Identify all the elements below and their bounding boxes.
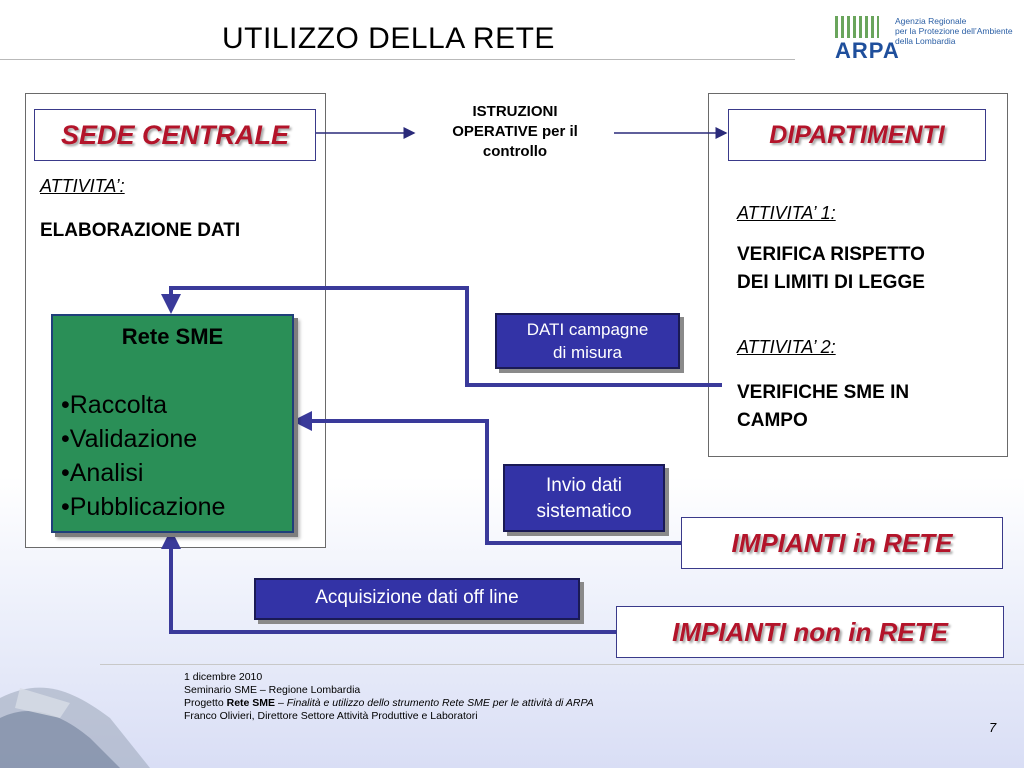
slide-title: UTILIZZO DELLA RETE — [222, 22, 555, 55]
rete-sme-box: Rete SME •Raccolta •Validazione •Analisi… — [51, 314, 294, 533]
sede-attivita-value: ELABORAZIONE DATI — [40, 220, 241, 241]
dipartimenti-title: DIPARTIMENTI — [728, 109, 986, 161]
footer-project-italic: Finalità e utilizzo dello strumento Rete… — [286, 697, 594, 709]
sede-centrale-title: SEDE CENTRALE — [34, 109, 316, 161]
dipartimenti-attivita2-label: ATTIVITA’ 2: — [737, 337, 836, 357]
sede-attivita-label: ATTIVITA’: — [40, 176, 125, 196]
list-item: •Raccolta — [61, 391, 168, 419]
logo-bars-icon — [835, 16, 879, 38]
flow-dipartimenti-to-rete — [161, 286, 722, 387]
page-number: 7 — [989, 720, 997, 735]
dati-campagne-box: DATI campagne di misura — [495, 313, 680, 369]
invio-dati-line: sistematico — [536, 501, 632, 522]
dati-campagne-line: di misura — [553, 343, 622, 362]
dipartimenti-attivita2-value: VERIFICHE SME IN CAMPO — [737, 379, 987, 435]
footer-project-prefix: Progetto — [184, 697, 227, 709]
istruzioni-operative-label: ISTRUZIONI OPERATIVE per il controllo — [425, 102, 605, 162]
logo-agency-line: Agenzia Regionale — [895, 16, 967, 26]
dipartimenti-attivita1-value: VERIFICA RISPETTO DEI LIMITI DI LEGGE — [737, 241, 987, 297]
rete-sme-list: •Raccolta •Validazione •Analisi •Pubblic… — [61, 388, 225, 524]
rete-sme-title: Rete SME — [121, 324, 224, 349]
footer-project-bold: Rete SME — [226, 697, 276, 709]
footer-date: 1 dicembre 2010 — [184, 671, 263, 683]
attivita1-line: VERIFICA RISPETTO — [737, 244, 925, 265]
title-divider — [0, 59, 795, 60]
footer-seminar: Seminario SME – Regione Lombardia — [184, 684, 361, 696]
dipartimenti-attivita1-label: ATTIVITA’ 1: — [737, 203, 836, 223]
list-item: •Analisi — [61, 459, 144, 487]
corner-photo-image — [0, 687, 150, 768]
arpa-logo: ARPA Agenzia Regionale per la Protezione… — [833, 14, 1023, 64]
logo-agency-line: per la Protezione dell’Ambiente — [895, 26, 1013, 36]
attivita2-line: CAMPO — [737, 410, 808, 431]
footer-text: 1 dicembre 2010 Seminario SME – Regione … — [184, 671, 594, 723]
list-item: •Pubblicazione — [61, 493, 226, 521]
footer-project: Progetto Rete SME – Finalità e utilizzo … — [184, 697, 594, 710]
dati-campagne-line: DATI campagne — [526, 320, 649, 339]
impianti-in-rete-box: IMPIANTI in RETE — [681, 517, 1003, 569]
acquisizione-box: Acquisizione dati off line — [254, 578, 580, 620]
footer-author: Franco Olivieri, Direttore Settore Attiv… — [184, 710, 478, 722]
istruzioni-line: OPERATIVE per il — [452, 123, 578, 140]
attivita2-line: VERIFICHE SME IN — [737, 382, 910, 403]
logo-agency-text: Agenzia Regionale per la Protezione dell… — [895, 16, 1013, 46]
impianti-non-in-rete-box: IMPIANTI non in RETE — [616, 606, 1004, 658]
logo-name: ARPA — [835, 38, 900, 63]
footer-project-sep: – — [275, 697, 287, 709]
istruzioni-line: ISTRUZIONI — [472, 103, 558, 120]
logo-agency-line: della Lombardia — [895, 36, 956, 46]
flow-impianti-non-rete-to-rete — [161, 529, 616, 634]
footer-divider — [100, 664, 1024, 665]
invio-dati-line: Invio dati — [545, 475, 623, 496]
list-item: •Validazione — [61, 425, 198, 453]
attivita1-line: DEI LIMITI DI LEGGE — [737, 272, 925, 293]
istruzioni-line: controllo — [482, 143, 548, 160]
invio-dati-box: Invio dati sistematico — [503, 464, 665, 532]
flow-impianti-rete-to-rete — [292, 411, 681, 545]
